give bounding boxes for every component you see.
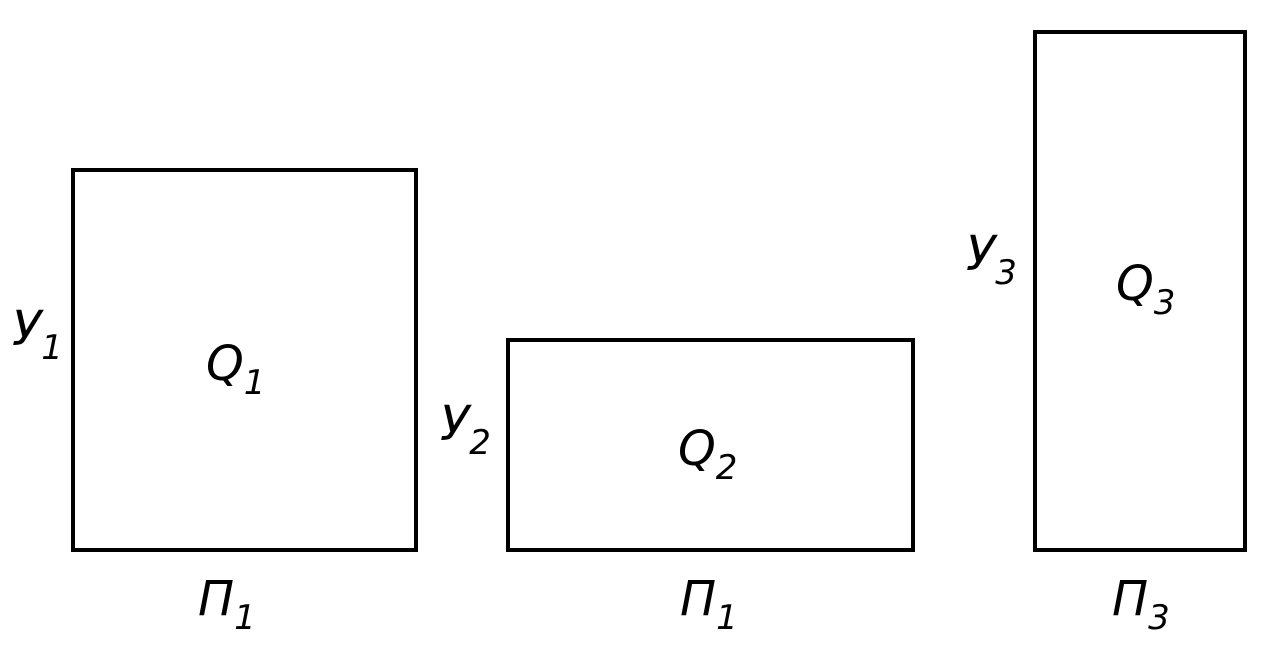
rectangle-1 <box>71 168 418 552</box>
rectangle-2 <box>506 338 915 552</box>
height-label-3: У3 <box>966 226 1017 293</box>
area-label-2: Q2 <box>678 421 737 488</box>
area-label-3: Q3 <box>1116 256 1175 323</box>
figure-1: Q1 У1 П1 <box>12 168 418 638</box>
height-label-2: У2 <box>440 396 491 463</box>
width-label-2: П1 <box>680 571 738 638</box>
figure-3: Q3 У3 П3 <box>966 30 1247 638</box>
area-label-1: Q1 <box>206 336 265 403</box>
height-label-1: У1 <box>12 301 63 368</box>
figure-2: Q2 У2 П1 <box>440 338 915 638</box>
width-label-3: П3 <box>1112 571 1170 638</box>
rectangle-3 <box>1033 30 1247 552</box>
width-label-1: П1 <box>198 571 256 638</box>
